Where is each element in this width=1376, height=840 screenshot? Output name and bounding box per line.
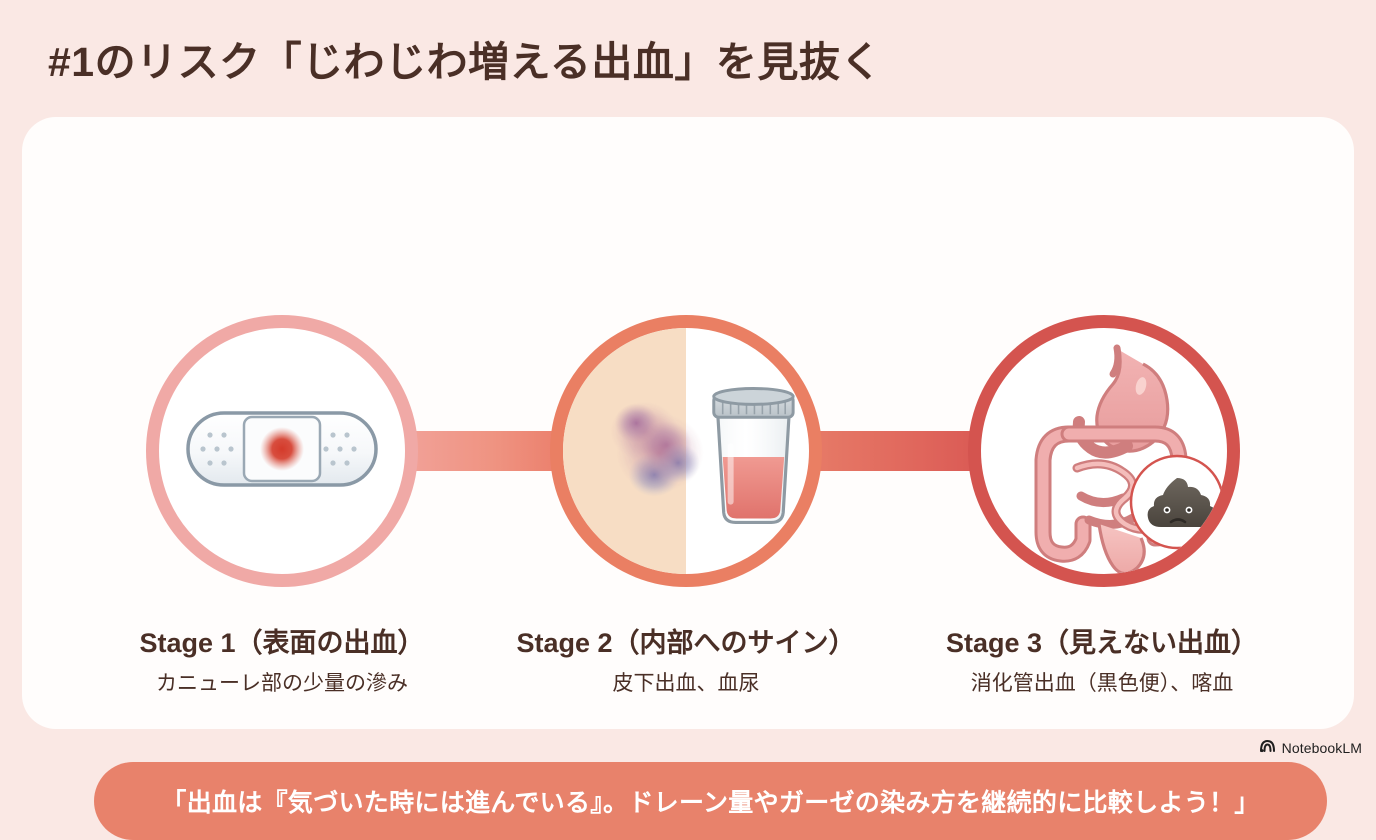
bandage-icon xyxy=(182,389,382,514)
key-message-banner: 「出血は『気づいた時には進んでいる』。ドレーン量やガーゼの染み方を継続的に比較し… xyxy=(94,762,1327,840)
watermark: NotebookLM xyxy=(1259,738,1362,758)
stage-progression: Stage 1（表面の出血） カニューレ部の少量の滲み Stage 2（内部への… xyxy=(22,117,1354,695)
stage-3-label: Stage 3（見えない出血） 消化管出血（黒色便）、喀血 xyxy=(882,627,1322,697)
stage-3-subtitle: 消化管出血（黒色便）、喀血 xyxy=(970,672,1234,696)
stage-1-label: Stage 1（表面の出血） カニューレ部の少量の滲み xyxy=(62,627,502,697)
stage-2-label: Stage 2（内部へのサイン） 皮下出血、血尿 xyxy=(466,627,906,697)
stage-1-circle xyxy=(146,315,418,587)
notebooklm-logo-icon xyxy=(1259,738,1276,758)
bruise-and-urine-sample-icon xyxy=(610,387,795,525)
stage-3-title: Stage 3（見えない出血） xyxy=(945,628,1259,658)
stage-2-subtitle: 皮下出血、血尿 xyxy=(612,672,760,696)
stage-1-title: Stage 1（表面の出血） xyxy=(139,628,425,658)
stage-2-title: Stage 2（内部へのサイン） xyxy=(516,628,856,658)
content-card: Stage 1（表面の出血） カニューレ部の少量の滲み Stage 2（内部への… xyxy=(22,117,1354,840)
stage-1-subtitle: カニューレ部の少量の滲み xyxy=(156,672,408,696)
banner-text: 「出血は『気づいた時には進んでいる』。ドレーン量やガーゼの染み方を継続的に比較し… xyxy=(161,789,1260,817)
stage-2-circle xyxy=(550,315,822,587)
page-title: #1のリスク「じわじわ増える出血」を見抜く xyxy=(48,39,882,85)
watermark-label: NotebookLM xyxy=(1281,740,1362,756)
digestive-tract-melena-icon xyxy=(1034,344,1225,574)
stage-3-circle xyxy=(968,315,1240,587)
